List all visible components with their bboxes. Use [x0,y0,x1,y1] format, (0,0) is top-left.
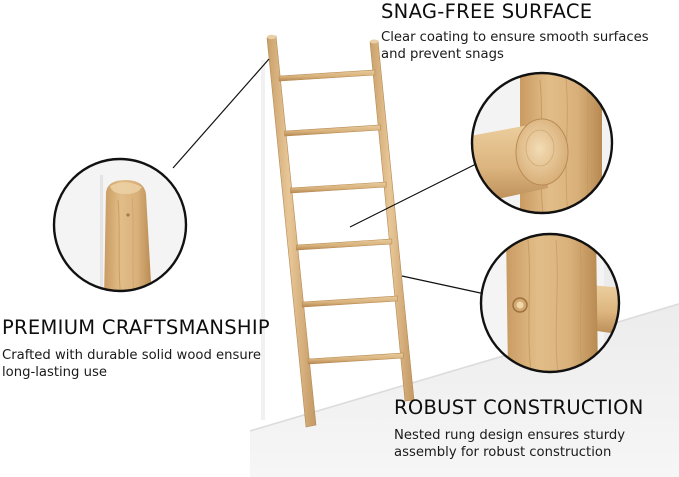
feature-robust-construction: ROBUST CONSTRUCTION Nested rung design e… [394,398,678,461]
surface-detail-circle [470,71,614,215]
construction-detail-circle [479,232,621,374]
ladder-rung [290,181,387,194]
feature-description: Crafted with durable solid wood ensure l… [2,347,261,380]
feature-description: Nested rung design ensures sturdy assemb… [394,427,626,460]
craftsmanship-detail-circle [52,157,188,293]
pointer-line-middle [349,159,485,228]
pointer-line-top [172,58,270,169]
ladder-right-rail [369,40,415,402]
pointer-line-bottom [401,275,486,295]
ladder [266,34,415,428]
feature-premium-craftsmanship: PREMIUM CRAFTSMANSHIP Crafted with durab… [2,318,287,381]
ladder-rung [278,69,376,82]
feature-title: PREMIUM CRAFTSMANSHIP [2,316,270,339]
ladder-rung [296,238,393,251]
feature-title: ROBUST CONSTRUCTION [394,396,644,419]
feature-snag-free-surface: SNAG-FREE SURFACE Clear coating to ensur… [381,2,676,63]
ladder-rung [284,124,381,137]
feature-title: SNAG-FREE SURFACE [381,0,593,23]
feature-description: Clear coating to ensure smooth surfaces … [381,29,649,62]
ladder-rung [301,295,398,308]
ladder-rung [307,352,404,365]
